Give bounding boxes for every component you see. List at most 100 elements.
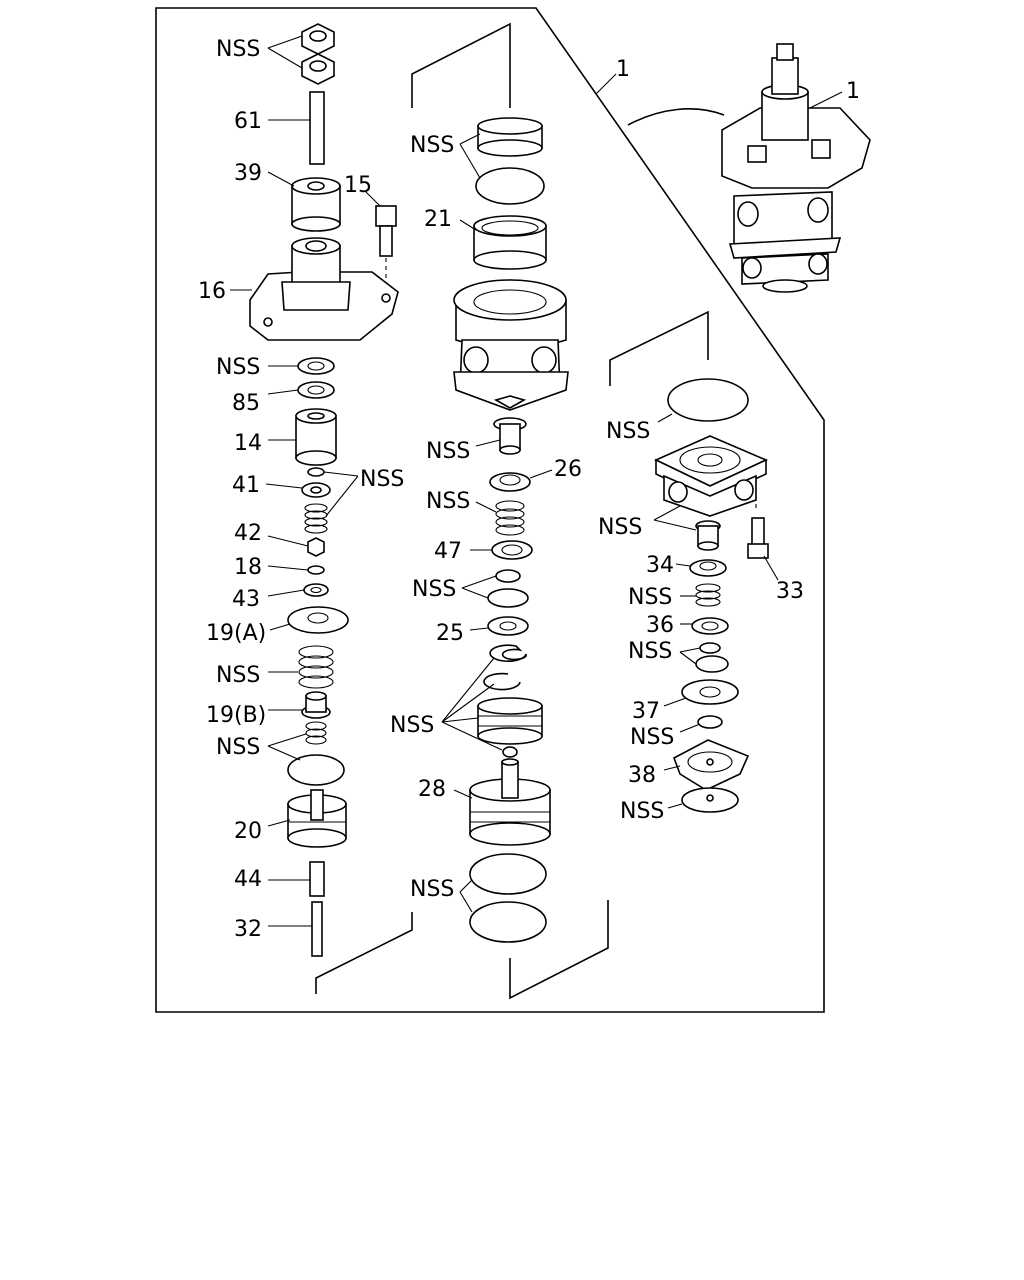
label-15: 15 — [344, 173, 372, 198]
stud-61 — [309, 91, 325, 165]
label-26: 26 — [554, 457, 582, 482]
plate-19a — [287, 606, 349, 634]
disk-nss-6 — [475, 167, 545, 205]
ball-nss-10d — [502, 746, 518, 758]
spring-nss-8 — [495, 500, 525, 536]
label-16: 16 — [198, 279, 226, 304]
label-nss-16: NSS — [630, 725, 674, 750]
ring-nss-10c — [477, 697, 543, 745]
piston-28 — [469, 758, 551, 846]
label-nss-7: NSS — [426, 439, 470, 464]
snap-ring-nss-16 — [697, 715, 723, 729]
ring-21 — [473, 215, 547, 270]
label-1b: 1 — [846, 79, 860, 104]
label-39: 39 — [234, 161, 262, 186]
snap-ring-nss-10a — [489, 644, 527, 662]
label-nss-2: NSS — [216, 355, 260, 380]
cap-38 — [673, 739, 750, 791]
label-47: 47 — [434, 539, 462, 564]
label-nss-14: NSS — [628, 585, 672, 610]
label-41: 41 — [232, 473, 260, 498]
label-25: 25 — [436, 621, 464, 646]
label-nss-10: NSS — [390, 713, 434, 738]
label-85: 85 — [232, 391, 260, 416]
label-19a: 19(A) — [206, 621, 266, 646]
bolt-33 — [747, 517, 769, 559]
label-nss-4: NSS — [216, 663, 260, 688]
valve-nss-7 — [493, 417, 527, 455]
piston-20 — [287, 789, 347, 848]
label-21: 21 — [424, 207, 452, 232]
washer-43 — [303, 583, 329, 597]
label-nss-13: NSS — [598, 515, 642, 540]
seat-26 — [489, 472, 531, 492]
disk-nss-12 — [667, 378, 749, 422]
disk-nss-11b — [469, 901, 547, 943]
spring-nss-4 — [298, 645, 334, 689]
ring-nss-15a — [699, 642, 721, 654]
label-33: 33 — [776, 579, 804, 604]
pin-44 — [309, 861, 325, 897]
label-32: 32 — [234, 917, 262, 942]
label-61: 61 — [234, 109, 262, 134]
washer-37 — [681, 679, 739, 705]
seal-36 — [691, 617, 729, 635]
leader-1b — [809, 91, 843, 109]
bolt-15 — [375, 205, 397, 257]
label-19b: 19(B) — [206, 703, 266, 728]
label-43: 43 — [232, 587, 260, 612]
label-nss-9: NSS — [412, 577, 456, 602]
ring-nss-6 — [477, 117, 543, 157]
label-44: 44 — [234, 867, 262, 892]
label-nss-6: NSS — [410, 133, 454, 158]
valve-housing — [453, 279, 569, 411]
label-nss-1: NSS — [216, 37, 260, 62]
label-38: 38 — [628, 763, 656, 788]
ring-nss-9b — [487, 588, 529, 608]
ring-18 — [307, 565, 325, 575]
valve-nss-13 — [695, 520, 721, 551]
sleeve-14 — [295, 408, 337, 466]
label-nss-8: NSS — [426, 489, 470, 514]
nut-42 — [307, 537, 325, 557]
label-nss-11: NSS — [410, 877, 454, 902]
label-nss-15: NSS — [628, 639, 672, 664]
shaft-32 — [311, 901, 323, 957]
label-14: 14 — [234, 431, 262, 456]
label-42: 42 — [234, 521, 262, 546]
label-20: 20 — [234, 819, 262, 844]
label-28: 28 — [418, 777, 446, 802]
disk-nss-11a — [469, 853, 547, 895]
upper-cover — [654, 435, 768, 517]
spring-nss-3 — [304, 503, 328, 534]
washer-25 — [487, 616, 529, 636]
assembled-valve — [627, 43, 871, 293]
label-37: 37 — [632, 699, 660, 724]
diagram-frame — [155, 7, 825, 1013]
washer-nss-2 — [297, 357, 335, 375]
ring-nss-9a — [495, 569, 521, 583]
spring-nss-14 — [695, 583, 721, 607]
label-nss-12: NSS — [606, 419, 650, 444]
nut-pair — [301, 23, 335, 85]
washer-85 — [297, 381, 335, 399]
seal-47 — [491, 540, 533, 560]
label-nss-3: NSS — [360, 467, 404, 492]
label-nss-5: NSS — [216, 735, 260, 760]
seal-41 — [301, 482, 331, 498]
ring-nss-15b — [695, 655, 729, 673]
disk-nss-5 — [287, 754, 345, 786]
spring-nss-5 — [305, 721, 327, 745]
label-nss-17: NSS — [620, 799, 664, 824]
leader-1a — [595, 73, 617, 95]
seat-19b — [301, 691, 331, 719]
cover-16 — [249, 237, 399, 341]
label-36: 36 — [646, 613, 674, 638]
seat-34 — [689, 559, 727, 577]
label-1a: 1 — [616, 57, 630, 82]
cap-39 — [291, 177, 341, 232]
snap-ring-nss-10b — [483, 672, 521, 691]
label-34: 34 — [646, 553, 674, 578]
label-18: 18 — [234, 555, 262, 580]
